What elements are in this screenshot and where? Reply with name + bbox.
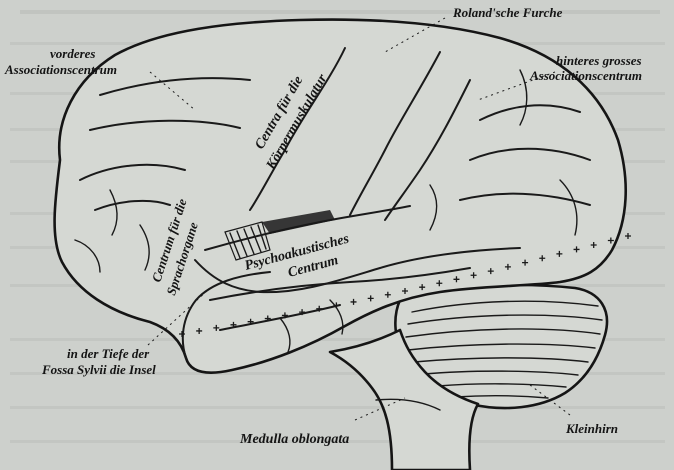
label-kleinhirn: Kleinhirn: [565, 421, 618, 436]
label-hinteres-line1: hinteres grosses: [556, 53, 642, 68]
label-vorderes-line1: vorderes: [50, 46, 96, 61]
label-tiefe-line2: Fossa Sylvii die Insel: [41, 362, 156, 377]
label-hinteres-line2: Associationscentrum: [529, 68, 642, 83]
label-medulla: Medulla oblongata: [239, 432, 349, 447]
label-tiefe-line1: in der Tiefe der: [67, 346, 150, 361]
label-rolandsche-furche: Roland'sche Furche: [452, 5, 563, 20]
label-vorderes-line2: Associationscentrum: [4, 62, 117, 77]
